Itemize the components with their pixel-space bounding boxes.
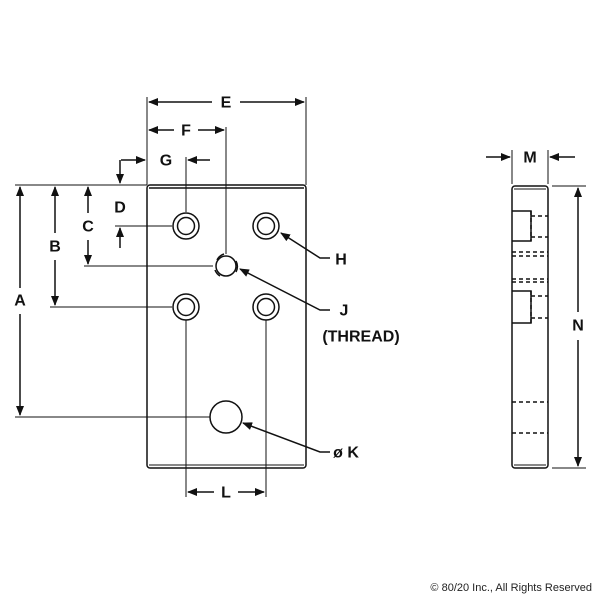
callout-thread: (THREAD) bbox=[322, 329, 399, 346]
leader-h bbox=[280, 232, 330, 259]
leader-k bbox=[242, 422, 330, 453]
leader-j bbox=[239, 268, 330, 311]
dim-label-e: E bbox=[221, 95, 232, 112]
dim-label-l: L bbox=[221, 485, 231, 502]
dim-label-g: G bbox=[160, 153, 172, 170]
plate-side-view bbox=[511, 185, 549, 469]
dim-label-b: B bbox=[49, 239, 61, 256]
dim-label-m: M bbox=[523, 150, 536, 167]
counterbored-hole bbox=[252, 293, 280, 321]
dim-label-d: D bbox=[114, 200, 126, 217]
counterbored-hole bbox=[252, 212, 280, 240]
counterbored-hole bbox=[172, 293, 200, 321]
callout-j: J bbox=[340, 303, 349, 320]
threaded-hole bbox=[214, 253, 239, 277]
dim-label-f: F bbox=[181, 123, 191, 140]
callout-h: H bbox=[335, 252, 347, 269]
dim-label-a: A bbox=[14, 293, 26, 310]
dim-label-c: C bbox=[82, 219, 94, 236]
through-hole bbox=[209, 400, 243, 434]
counterbored-hole bbox=[172, 212, 200, 240]
copyright-notice: © 80/20 Inc., All Rights Reserved bbox=[430, 582, 592, 594]
dim-label-n: N bbox=[572, 318, 584, 335]
callout-k: ø K bbox=[333, 445, 359, 462]
